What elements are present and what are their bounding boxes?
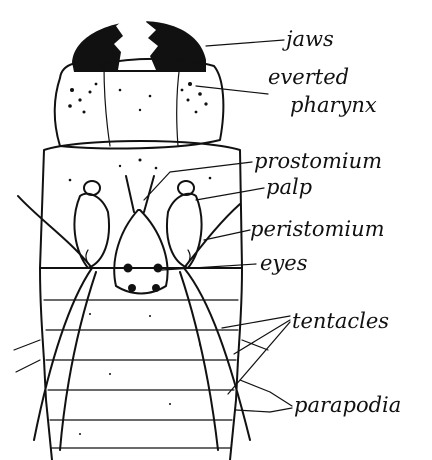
- label-everted: everted: [268, 65, 349, 89]
- label-tentacles: tentacles: [292, 309, 389, 333]
- label-pharynx: pharynx: [290, 93, 377, 117]
- label-parapodia: parapodia: [294, 393, 401, 417]
- everted-pharynx-illustration: [55, 59, 224, 149]
- label-prostomium: prostomium: [254, 149, 382, 173]
- label-peristomium: peristomium: [250, 217, 385, 241]
- palps-illustration: [74, 181, 201, 268]
- label-jaws: jaws: [282, 27, 334, 51]
- body-segments-illustration: [40, 141, 242, 460]
- tentacles-illustration: [18, 196, 250, 450]
- label-palp: palp: [266, 175, 312, 199]
- label-eyes: eyes: [260, 251, 308, 275]
- prostomium-illustration: [114, 176, 167, 294]
